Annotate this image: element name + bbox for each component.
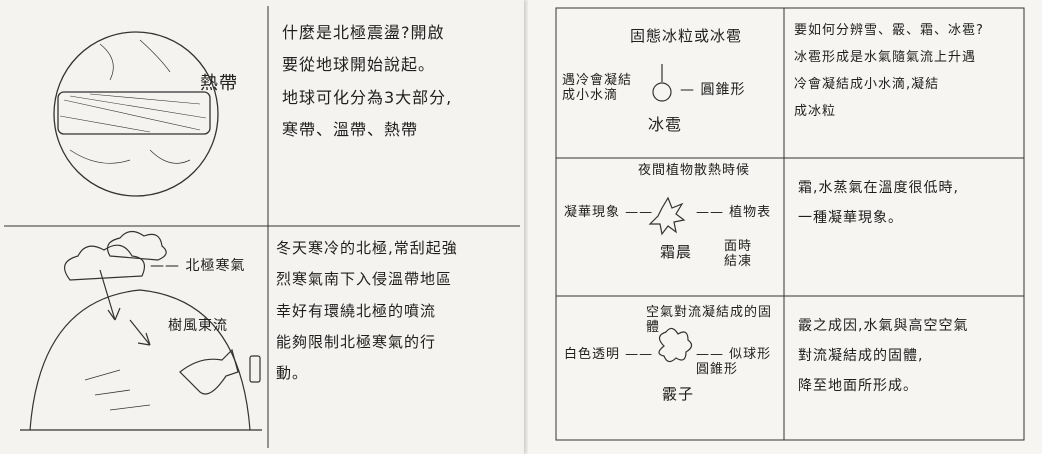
left-notebook-page: 熱帶 什麼是北極震盪?開啟 要從地球開始說起。 地球可化分為3大部分, 寒帶、溫…: [4, 6, 520, 448]
note-line: 地球可化分為3大部分,: [282, 87, 453, 107]
graupel-right-label: —— 似球形圓錐形: [696, 347, 772, 377]
right-notebook-page: 固態冰粒或冰雹 遇冷會凝結成小水滴 — 圓錐形 冰雹 要如何分辨雪、霰、霜、冰雹…: [528, 0, 1042, 454]
note-line: 一種凝華現象。: [798, 210, 903, 227]
tropics-label: 熱帶: [200, 73, 238, 94]
frost-left-label: 凝華現象 ——: [564, 205, 654, 220]
graupel-bottom-label: 霰子: [662, 385, 695, 403]
hail-bottom-label: 冰雹: [648, 115, 683, 134]
note-line: 什麼是北極震盪?開啟: [282, 23, 445, 42]
note-line: 要從地球開始說起。: [282, 55, 436, 75]
note-line: 冬天寒冷的北極,常刮起強: [276, 239, 458, 257]
frost-right-label: —— 植物表: [696, 205, 772, 220]
graupel-notes: 霰之成因,水氣與高空空氣 對流凝結成的固體, 降至地面所形成。: [798, 318, 1020, 394]
frost-title: 夜間植物散熱時候: [638, 163, 751, 178]
note-line: 對流凝結成的固體,: [798, 348, 924, 365]
hail-sketch: [652, 64, 672, 102]
globe-sketch: [53, 31, 219, 197]
frost-bottom-left: 霜晨: [660, 243, 693, 261]
polar-air-label: —— 北極寒氣: [150, 258, 246, 274]
note-line: 動。: [276, 364, 309, 382]
note-line: 能夠限制北極寒氣的行: [276, 332, 437, 351]
graupel-sketch: [658, 327, 693, 363]
frost-sketch: [648, 196, 686, 236]
frost-notes: 霜,水蒸氣在溫度很低時, 一種凝華現象。: [798, 180, 1018, 226]
graupel-left-label: 白色透明 ——: [564, 347, 654, 362]
hail-notes: 要如何分辨雪、霰、霜、冰雹? 冰雹形成是水氣隨氣流上升遇 冷會凝結成小水滴,凝結…: [794, 23, 1020, 120]
left-bottom-notes: 冬天寒冷的北極,常刮起強 烈寒氣南下入侵溫帶地區 幸好有環繞北極的噴流 能夠限制…: [276, 239, 520, 382]
note-line: 冰雹形成是水氣隨氣流上升遇: [794, 49, 977, 65]
right-page-grid: [555, 7, 1025, 441]
jet-stream-label: 樹風東流: [168, 318, 228, 334]
frost-bottom-right: 面時結凍: [724, 239, 753, 269]
left-page-grid: [4, 6, 520, 448]
note-line: 要如何分辨雪、霰、霜、冰雹?: [794, 23, 984, 38]
note-line: 霰之成因,水氣與高空空氣: [798, 318, 969, 334]
hail-right-label: — 圓錐形: [680, 82, 746, 98]
note-line: 烈寒氣南下入侵溫帶地區: [276, 270, 453, 289]
note-line: 寒帶、溫帶、熱帶: [282, 120, 419, 140]
graupel-title: 空氣對流凝結成的固體: [646, 305, 773, 335]
note-line: 成冰粒: [794, 103, 837, 119]
left-top-notes: 什麼是北極震盪?開啟 要從地球開始說起。 地球可化分為3大部分, 寒帶、溫帶、熱…: [282, 23, 512, 140]
note-line: 霜,水蒸氣在溫度很低時,: [798, 180, 959, 196]
note-line: 幸好有環繞北極的噴流: [276, 301, 437, 320]
note-line: 降至地面所形成。: [798, 378, 918, 395]
hail-title: 固態冰粒或冰雹: [630, 27, 743, 45]
arctic-dome-sketch: [20, 230, 262, 431]
hail-left-label: 遇冷會凝結成小水滴: [562, 73, 633, 103]
note-line: 冷會凝結成小水滴,凝結: [794, 76, 940, 92]
